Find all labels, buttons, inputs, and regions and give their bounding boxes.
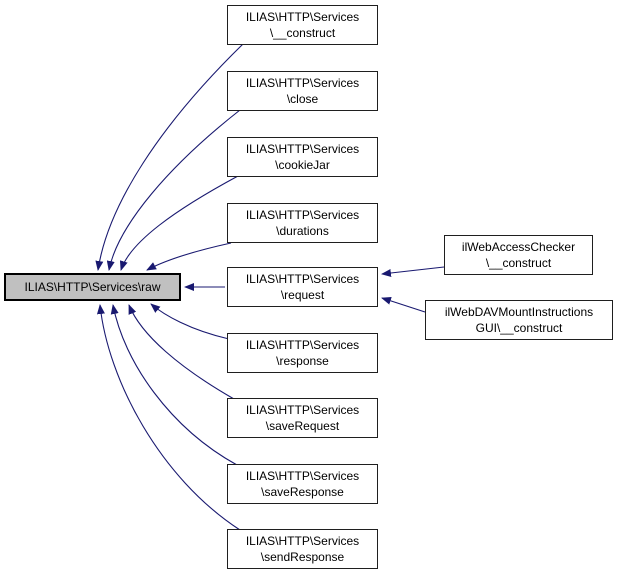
node-ilias-http-services-durations[interactable]: ILIAS\HTTP\Services \durations <box>227 203 378 243</box>
edge-saveresponse-to-raw <box>110 304 238 466</box>
node-label-line1: ILIAS\HTTP\Services <box>245 272 360 286</box>
node-ilias-http-services-close[interactable]: ILIAS\HTTP\Services \close <box>227 71 378 111</box>
node-ilias-http-services-response[interactable]: ILIAS\HTTP\Services \response <box>227 333 378 373</box>
node-label-line1: ILIAS\HTTP\Services <box>245 10 360 24</box>
node-label-line2: \saveRequest <box>265 419 340 433</box>
node-ilwebdavmountinstructionsgui-construct[interactable]: ilWebDAVMountInstructions GUI\__construc… <box>425 300 613 340</box>
edge-cookiejar-to-raw <box>119 175 239 271</box>
edge-construct-to-raw <box>95 43 244 271</box>
edge-sendresponse-to-raw <box>96 304 241 531</box>
node-label-line1: ILIAS\HTTP\Services <box>245 76 360 90</box>
edge-webdavmount-to-request <box>381 296 426 313</box>
node-label-line2: GUI\__construct <box>475 321 563 335</box>
node-label-line2: \sendResponse <box>260 550 345 564</box>
node-label-line2: \close <box>286 92 319 106</box>
node-label-line2: \saveResponse <box>261 485 344 499</box>
node-label-line2: \request <box>280 288 325 302</box>
node-label-line1: ILIAS\HTTP\Services <box>245 534 360 548</box>
node-label-line1: ILIAS\HTTP\Services <box>245 469 360 483</box>
edge-durations-to-raw <box>146 242 232 271</box>
node-ilias-http-services-raw: ILIAS\HTTP\Services\raw <box>4 273 181 301</box>
node-label-line1: ILIAS\HTTP\Services <box>245 403 360 417</box>
edge-webaccesschecker-to-request <box>381 266 445 277</box>
edge-close-to-raw <box>106 109 241 271</box>
node-label-line2: \response <box>276 354 329 368</box>
node-label-line1: ilWebAccessChecker <box>461 240 576 254</box>
node-ilwebaccesschecker-construct[interactable]: ilWebAccessChecker \__construct <box>444 235 593 275</box>
node-ilias-http-services-construct[interactable]: ILIAS\HTTP\Services \__construct <box>227 5 378 45</box>
node-label-line2: \durations <box>276 224 329 238</box>
node-label-line2: \__construct <box>269 26 336 40</box>
node-label-line1: ILIAS\HTTP\Services <box>245 208 360 222</box>
node-ilias-http-services-sendresponse[interactable]: ILIAS\HTTP\Services \sendResponse <box>227 529 378 569</box>
node-label-line2: \cookieJar <box>275 158 330 172</box>
edge-response-to-raw <box>150 303 230 340</box>
node-label: ILIAS\HTTP\Services\raw <box>24 280 161 294</box>
node-label-line1: ILIAS\HTTP\Services <box>245 338 360 352</box>
node-ilias-http-services-cookiejar[interactable]: ILIAS\HTTP\Services \cookieJar <box>227 137 378 177</box>
node-ilias-http-services-saverequest[interactable]: ILIAS\HTTP\Services \saveRequest <box>227 398 378 438</box>
edge-saverequest-to-raw <box>128 304 235 400</box>
node-label-line2: \__construct <box>485 256 552 270</box>
node-label-line1: ILIAS\HTTP\Services <box>245 142 360 156</box>
node-ilias-http-services-saveresponse[interactable]: ILIAS\HTTP\Services \saveResponse <box>227 464 378 504</box>
node-ilias-http-services-request[interactable]: ILIAS\HTTP\Services \request <box>227 267 378 307</box>
node-label-line1: ilWebDAVMountInstructions <box>444 305 594 319</box>
